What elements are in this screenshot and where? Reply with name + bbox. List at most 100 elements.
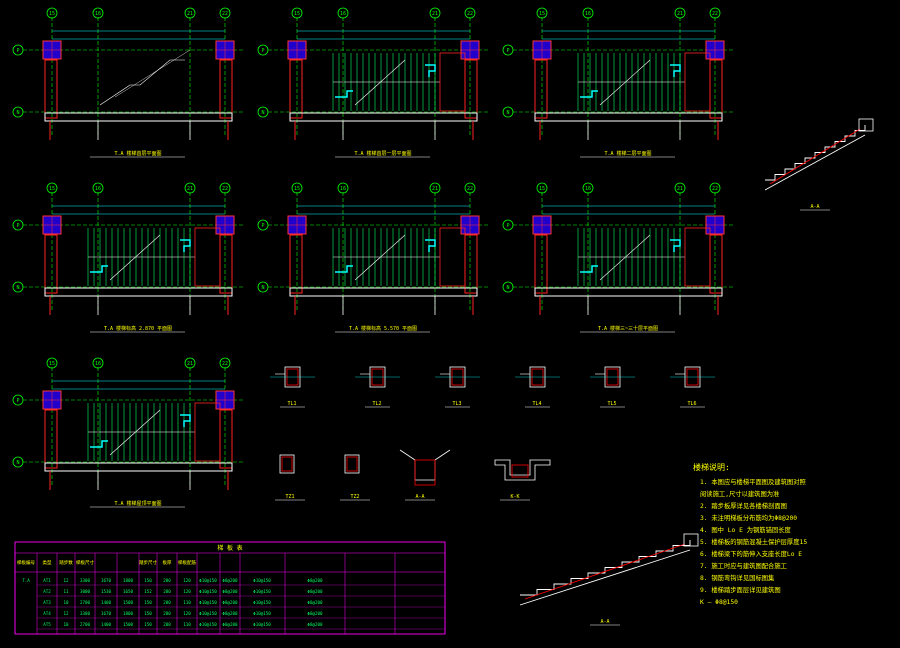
connection-detail: [399, 449, 451, 481]
axis-label: 21: [677, 186, 683, 192]
axis-label: 15: [294, 11, 300, 17]
table-cell: 10: [63, 600, 69, 605]
stirrup: [346, 456, 358, 472]
axis-bubble: [219, 182, 231, 194]
axis-bubble: [46, 357, 58, 369]
axis-label: 16: [340, 186, 346, 192]
table-cell: Φ10@150: [253, 611, 271, 616]
note-line: K — Φ8@150: [700, 599, 738, 606]
axis-label: P: [16, 398, 19, 404]
rebar-mark: [335, 90, 353, 98]
rebar-mark: [180, 239, 191, 252]
plan-title: T.A 楼梯标高 2.870 平面图: [104, 325, 172, 332]
table-cell: 120: [183, 589, 191, 594]
plan-title: T.A 楼梯标高 5.570 平面图: [349, 325, 417, 332]
note-line: 7. 施工时应与建筑图配合施工: [700, 561, 787, 570]
table-cell: 1530: [101, 589, 112, 594]
table-cell: T.A: [22, 578, 30, 583]
table-cell: Φ10@150: [199, 622, 217, 627]
table-cell: 3000: [80, 589, 91, 594]
break-line: [354, 234, 406, 281]
beam-detail: TL6: [670, 366, 715, 408]
wall: [709, 59, 723, 119]
axis-bubble: [92, 182, 104, 194]
table-cell: 120: [183, 611, 191, 616]
axis-bubble: [674, 182, 686, 194]
axis-bubble: [291, 182, 303, 194]
axis-bubble: [337, 182, 349, 194]
column-detail: TZ2: [340, 454, 370, 501]
note-line: 2. 踏步板厚详见各楼梯剖面图: [700, 501, 787, 510]
stair-section: A-A: [764, 118, 874, 211]
beam-detail: TL2: [355, 366, 400, 408]
axis-bubble: [429, 182, 441, 194]
table-cell: 11: [63, 589, 69, 594]
slab-soffit: [764, 134, 866, 191]
axis-label: 22: [467, 11, 473, 17]
table-cell: 280: [163, 578, 171, 583]
break-line: [109, 234, 161, 281]
wall: [464, 234, 478, 294]
axis-bubble: [429, 7, 441, 19]
table-header: 类型: [43, 559, 52, 566]
break-line: [354, 59, 406, 106]
slab-soffit: [519, 549, 691, 606]
detail-label: TL4: [532, 401, 541, 407]
table-cell: 1670: [101, 578, 112, 583]
table-cell: Φ10@150: [199, 578, 217, 583]
table-header: 梯板编号: [17, 559, 35, 566]
rebar-mark: [670, 239, 681, 252]
axis-bubble: [582, 182, 594, 194]
axis-bubble: [337, 7, 349, 19]
plan-title: T.A 楼梯二层平面图: [604, 150, 651, 157]
beam: [44, 462, 233, 472]
detail-label: TL3: [452, 401, 461, 407]
rebar-mark: [580, 265, 598, 273]
table-cell: Φ8@200: [307, 589, 323, 594]
beam: [289, 112, 478, 122]
column-section: [344, 454, 360, 474]
landing: [684, 227, 711, 287]
axis-bubble: [709, 7, 721, 19]
note-line: 阅读施工,尺寸以建筑图为准: [700, 489, 779, 498]
table-cell: 150: [144, 611, 152, 616]
table-cell: 110: [183, 600, 191, 605]
landing: [439, 52, 466, 112]
axis-label: 22: [712, 11, 718, 17]
tee-section: [494, 459, 551, 481]
axis-label: 21: [187, 361, 193, 367]
wall: [44, 234, 58, 294]
axis-label: 16: [585, 186, 591, 192]
table-cell: AT3: [43, 600, 51, 605]
axis-label: 21: [432, 11, 438, 17]
plan-title: T.A 楼梯首层一层平面图: [354, 150, 411, 157]
break-line: [599, 234, 651, 281]
table-cell: 120: [183, 578, 191, 583]
table-header: 梯板尺寸: [76, 559, 94, 566]
note-line: 6. 楼梯梁下的筋伸入支座长度Lo E: [700, 549, 802, 558]
landing-beam: [683, 533, 699, 547]
axis-label: N: [506, 110, 509, 116]
table-cell: AT1: [43, 578, 51, 583]
beam: [44, 112, 233, 122]
table-cell: 1500: [123, 622, 134, 627]
beam: [289, 287, 478, 297]
landing-beam: [858, 118, 874, 132]
axis-label: 16: [340, 11, 346, 17]
table-frame: [14, 541, 446, 635]
axis-bubble: [184, 182, 196, 194]
table-cell: 12: [63, 611, 69, 616]
axis-label: N: [16, 460, 19, 466]
axis-label: P: [261, 48, 264, 54]
beam-detail: TL1: [270, 366, 315, 408]
beam: [534, 112, 723, 122]
notes-title: 楼梯说明:: [693, 462, 730, 472]
axis-label: P: [16, 48, 19, 54]
axis-label: 21: [187, 11, 193, 17]
axis-label: 21: [677, 11, 683, 17]
stair-profile: [765, 125, 866, 181]
